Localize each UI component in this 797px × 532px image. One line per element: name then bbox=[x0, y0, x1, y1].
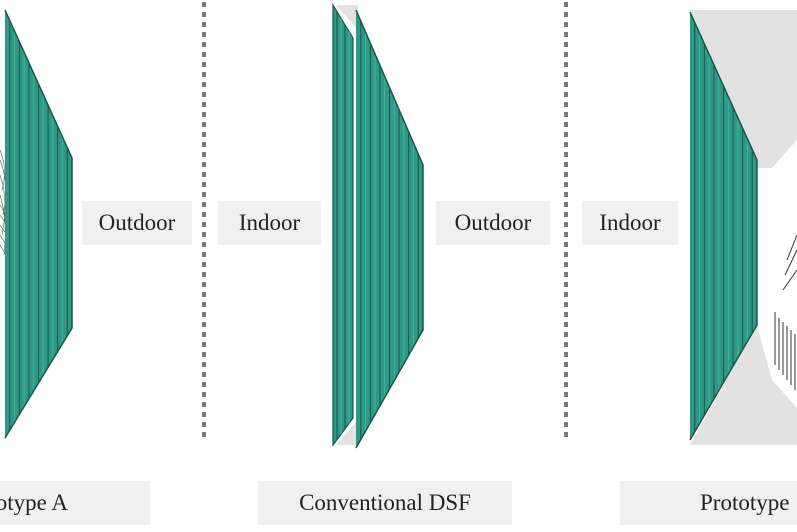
prototype-a-fins bbox=[9, 20, 68, 431]
dsf-outer-edge bbox=[355, 9, 424, 449]
prototype-a-edge bbox=[4, 9, 73, 439]
caption-conventional-dsf: Conventional DSF bbox=[258, 481, 512, 525]
indoor-label-dsf: Indoor bbox=[218, 201, 321, 245]
prototype-edge bbox=[689, 11, 758, 441]
dsf-grey-bottom bbox=[336, 420, 358, 445]
prototype-outer-fins bbox=[774, 234, 797, 390]
conventional-dsf-facade bbox=[332, 2, 424, 449]
caption-prototype-a: ototype A bbox=[0, 481, 150, 525]
prototype-side-grey bbox=[772, 168, 797, 260]
dsf-grey-top bbox=[336, 5, 358, 30]
outdoor-label-dsf: Outdoor bbox=[436, 201, 550, 245]
prototype-a-facade bbox=[0, 9, 73, 439]
prototype-grey-bottom bbox=[690, 325, 797, 445]
indoor-label-prototype: Indoor bbox=[582, 201, 678, 245]
dsf-outer-fins bbox=[360, 21, 419, 440]
prototype-facade bbox=[689, 10, 797, 445]
prototype-grey-top bbox=[690, 10, 797, 168]
dsf-inner-fins bbox=[336, 11, 350, 440]
caption-prototype: Prototype bbox=[620, 481, 797, 525]
outdoor-label-a: Outdoor bbox=[82, 201, 192, 245]
dsf-inner-pane bbox=[332, 2, 354, 447]
prototype-fins bbox=[694, 22, 753, 432]
